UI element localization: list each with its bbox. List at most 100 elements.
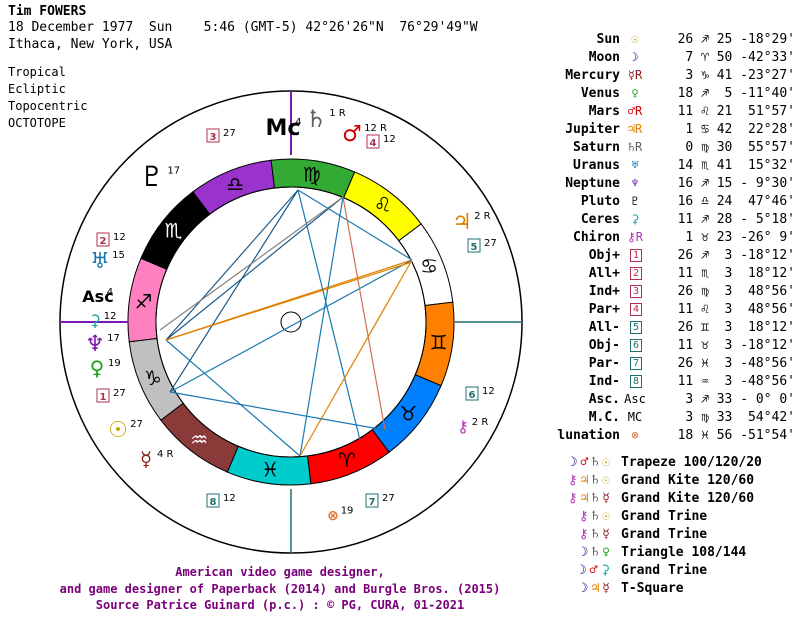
planet-symbol-icon: ♃ — [452, 210, 472, 235]
zodiac-sign-icon: ♐ — [134, 289, 152, 313]
aspect-line — [299, 259, 413, 457]
planet-degree-label: 2 R — [474, 211, 491, 222]
planet-degree-label: 12 R — [364, 123, 387, 134]
aspect-glyphs-icon: ⚷♃♄☿ — [567, 490, 613, 506]
planet-position: 3 ♐ 33 - 0° 0' — [685, 391, 795, 407]
derived-point-label: 3 — [210, 132, 217, 143]
planet-position: 1 ♉ 23 -26° 9' — [685, 229, 795, 245]
derived-point-box — [465, 386, 479, 401]
planet-glyph-icon: 8 — [630, 374, 642, 388]
planet-position: 3 ♍ 33 54°42' — [685, 409, 795, 425]
planet-symbol-icon: ⊗ — [327, 508, 339, 524]
planet-degree-label: 1 R — [329, 108, 346, 119]
planet-glyph-icon: ♀ — [631, 86, 639, 100]
footer-line-3: Source Patrice Guinard (p.c.) : © PG, CU… — [95, 598, 465, 612]
zodiac-sign-icon: ♓ — [261, 458, 279, 482]
derived-point-box — [206, 493, 220, 508]
planet-name: M.C. — [588, 409, 620, 425]
planet-position: 11 ♒ 3 -48°56' — [677, 373, 795, 389]
planet-symbol-icon: ⚳ — [89, 311, 101, 330]
zodiac-sign-icon: ♒ — [190, 427, 208, 451]
aspect-line — [165, 339, 301, 457]
planet-position: 0 ♍ 30 55°57' — [685, 139, 795, 155]
planet-degree-label: 12 — [223, 493, 236, 504]
planet-position: 3 ♑ 41 -23°27' — [685, 67, 795, 83]
planet-name: Chiron — [573, 229, 620, 245]
planet-name: All- — [588, 319, 620, 335]
planet-glyph-icon: 2 — [630, 266, 642, 280]
planet-degree-label: 27 — [130, 419, 143, 430]
planet-degree-label: 2 R — [472, 417, 489, 428]
planet-degree-label: 4 R — [157, 449, 174, 460]
aspect-row: ⚷♄☿ Grand Trine — [545, 525, 795, 543]
derived-point-box — [467, 238, 481, 253]
planet-positions-table: Sun☉26 ♐ 25 -18°29'Moon☽7 ♈ 50 -42°33'Me… — [540, 30, 795, 444]
planet-symbol-icon: ♆ — [85, 332, 105, 357]
planet-position: 11 ♐ 28 - 5°18' — [677, 211, 795, 227]
aspect-glyphs-icon: ☽♂⚳ — [578, 562, 613, 578]
planet-name: Par- — [588, 355, 620, 371]
aspect-label: Grand Trine — [621, 526, 708, 542]
aspect-row: ☽♂⚳ Grand Trine — [545, 561, 795, 579]
derived-point-box — [365, 493, 379, 508]
planet-name: Ind- — [588, 373, 620, 389]
planet-glyph-icon: ♂R — [627, 104, 643, 118]
option-coordinates: Ecliptic — [8, 82, 66, 96]
planet-symbol-icon: ♅ — [90, 249, 110, 274]
aspect-line — [169, 391, 386, 431]
aspect-patterns-list: ☽♂♄☉Trapeze 100/120/20⚷♃♄☉Grand Kite 120… — [545, 453, 795, 597]
aspect-glyphs-icon: ⚷♄☿ — [578, 526, 613, 542]
planet-symbol-icon: ♀ — [90, 356, 105, 380]
planet-row: Uranus♅14 ♏ 41 15°32' — [540, 156, 795, 174]
option-frame: Topocentric — [8, 99, 88, 113]
aspect-label: Grand Trine — [621, 508, 708, 524]
planet-degree-label: 15 — [112, 250, 125, 261]
planet-degree-label: 4 — [107, 287, 113, 298]
aspect-label: Grand Kite 120/60 — [621, 490, 755, 506]
aspect-row: ☽♃☿T-Square — [545, 579, 795, 597]
aspect-row: ☽♄♀Triangle 108/144 — [545, 543, 795, 561]
planet-symbol-icon: ♇ — [139, 160, 164, 193]
aspect-line — [165, 196, 344, 341]
aspect-label: Grand Kite 120/60 — [621, 472, 755, 488]
derived-point-box — [366, 134, 380, 149]
planet-row: Ceres⚳11 ♐ 28 - 5°18' — [540, 210, 795, 228]
birth-place: Ithaca, New York, USA — [8, 37, 173, 52]
planet-position: 18 ♐ 5 -11°40' — [677, 85, 795, 101]
zodiac-sign-icon: ♑ — [144, 366, 162, 390]
planet-glyph-icon: 1 — [630, 248, 642, 262]
center-circle — [280, 311, 302, 333]
planet-symbol-icon: ♂ — [342, 122, 362, 147]
planet-name: Par+ — [588, 301, 620, 317]
planet-name: Saturn — [573, 139, 620, 155]
planet-row: All+ 2 11 ♏ 3 18°12' — [540, 264, 795, 282]
planet-position: 26 ♓ 3 -48°56' — [677, 355, 795, 371]
derived-point-label: 1 — [100, 392, 107, 403]
planet-glyph-icon: 3 — [630, 284, 642, 298]
planet-position: 18 ♓ 56 -51°54' — [677, 427, 795, 443]
planet-degree-label: 27 — [113, 388, 126, 399]
planet-row: lunation⊗18 ♓ 56 -51°54' — [540, 426, 795, 444]
aspect-line — [169, 189, 299, 393]
planet-glyph-icon: ⚳ — [630, 212, 640, 226]
aspect-label: Grand Trine — [621, 562, 708, 578]
planet-symbol-icon: ⚷ — [457, 417, 469, 436]
aspect-line — [297, 189, 361, 441]
planet-degree-label: 27 — [382, 493, 395, 504]
planet-name: All+ — [588, 265, 620, 281]
aspect-line — [165, 189, 299, 341]
planet-position: 11 ♏ 3 18°12' — [677, 265, 795, 281]
planet-symbol-icon: Mc — [266, 116, 301, 141]
derived-point-box — [96, 232, 110, 247]
aspect-label: Triangle 108/144 — [621, 544, 747, 560]
